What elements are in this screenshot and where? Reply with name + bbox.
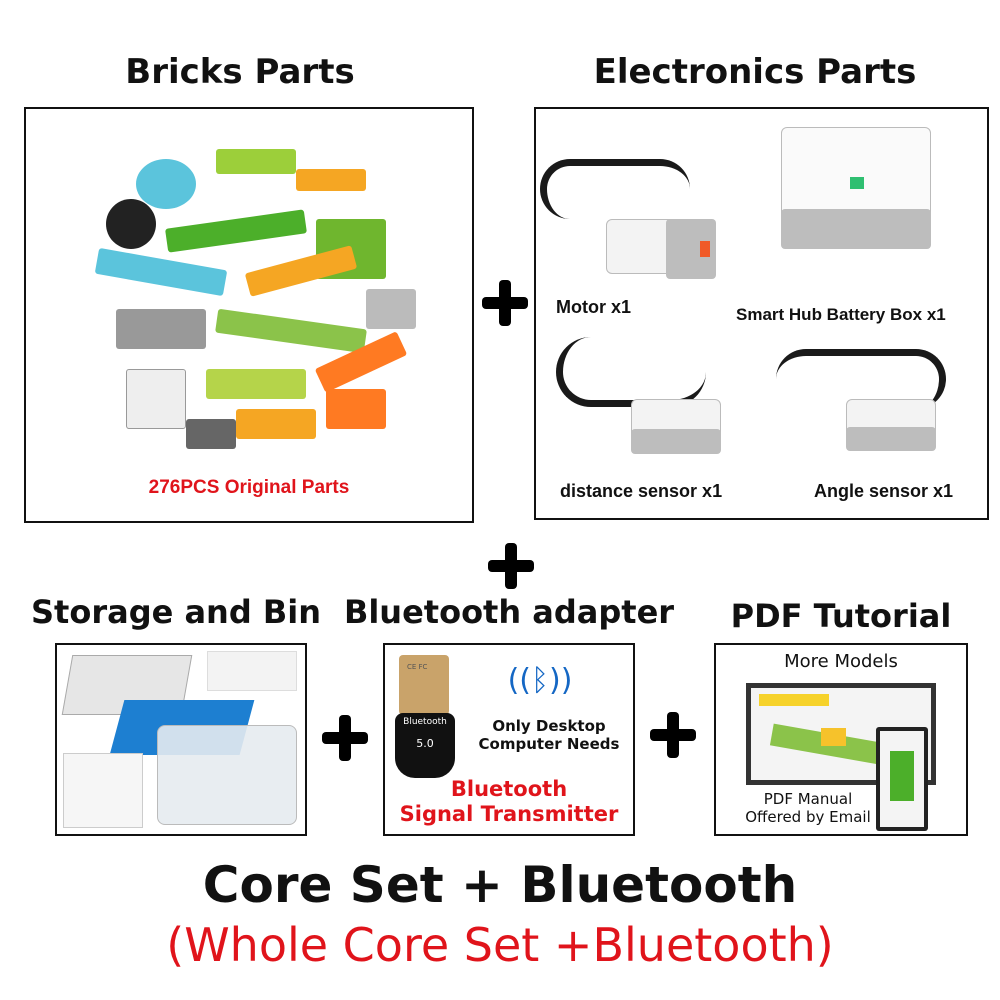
plus-icon — [488, 543, 534, 589]
tablet-image — [876, 727, 928, 831]
bluetooth-caption: Bluetooth Signal Transmitter — [385, 777, 633, 827]
angle-sensor-label: Angle sensor x1 — [814, 481, 954, 501]
plus-icon — [650, 712, 696, 758]
note-line: Computer Needs — [478, 735, 620, 753]
motor-label: Motor x1 — [556, 297, 632, 317]
bluetooth-signal-icon: ((ᛒ)) — [507, 663, 573, 698]
footer-subtitle: (Whole Core Set +Bluetooth) — [166, 918, 834, 972]
pdf-caption: PDF Manual Offered by Email — [738, 790, 878, 826]
storage-lid-image — [157, 725, 297, 825]
dongle-label: Bluetooth — [403, 717, 447, 727]
pdf-header: More Models — [784, 651, 898, 672]
pdf-panel: More Models PDF Manual Offered by Email — [714, 643, 968, 836]
bluetooth-panel: CE FC Bluetooth 5.0 ((ᛒ)) Only Desktop C… — [383, 643, 635, 836]
plus-icon — [482, 280, 528, 326]
bluetooth-dongle-image: Bluetooth 5.0 — [395, 713, 455, 778]
instruction-card-image — [207, 651, 297, 691]
bricks-caption: 276PCS Original Parts — [148, 477, 350, 498]
note-line: Only Desktop — [492, 717, 606, 735]
bricks-parts-panel: 276PCS Original Parts — [24, 107, 474, 523]
bricks-pile-image — [94, 139, 426, 459]
distance-sensor-label: distance sensor x1 — [560, 481, 723, 501]
pdf-title: PDF Tutorial — [730, 597, 952, 635]
caption-line: Bluetooth — [450, 777, 568, 801]
smart-hub-label: Smart Hub Battery Box x1 — [736, 305, 946, 324]
footer-title: Core Set + Bluetooth — [202, 856, 798, 914]
storage-title: Storage and Bin — [30, 593, 321, 631]
bluetooth-title: Bluetooth adapter — [343, 593, 675, 631]
caption-line: Signal Transmitter — [399, 802, 619, 826]
caption-line: PDF Manual — [763, 790, 853, 808]
certification-marks: CE FC — [407, 663, 428, 671]
usb-connector-image: CE FC — [399, 655, 449, 715]
bluetooth-note: Only Desktop Computer Needs — [469, 717, 629, 753]
storage-panel — [55, 643, 307, 836]
bricks-title: Bricks Parts — [125, 52, 355, 92]
sticker-sheet-image — [63, 753, 143, 828]
plus-icon — [322, 715, 368, 761]
electronics-parts-panel: Motor x1 Smart Hub Battery Box x1 distan… — [534, 107, 989, 520]
electronics-title: Electronics Parts — [593, 52, 917, 92]
dongle-version: 5.0 — [416, 737, 434, 750]
caption-line: Offered by Email — [745, 808, 871, 826]
